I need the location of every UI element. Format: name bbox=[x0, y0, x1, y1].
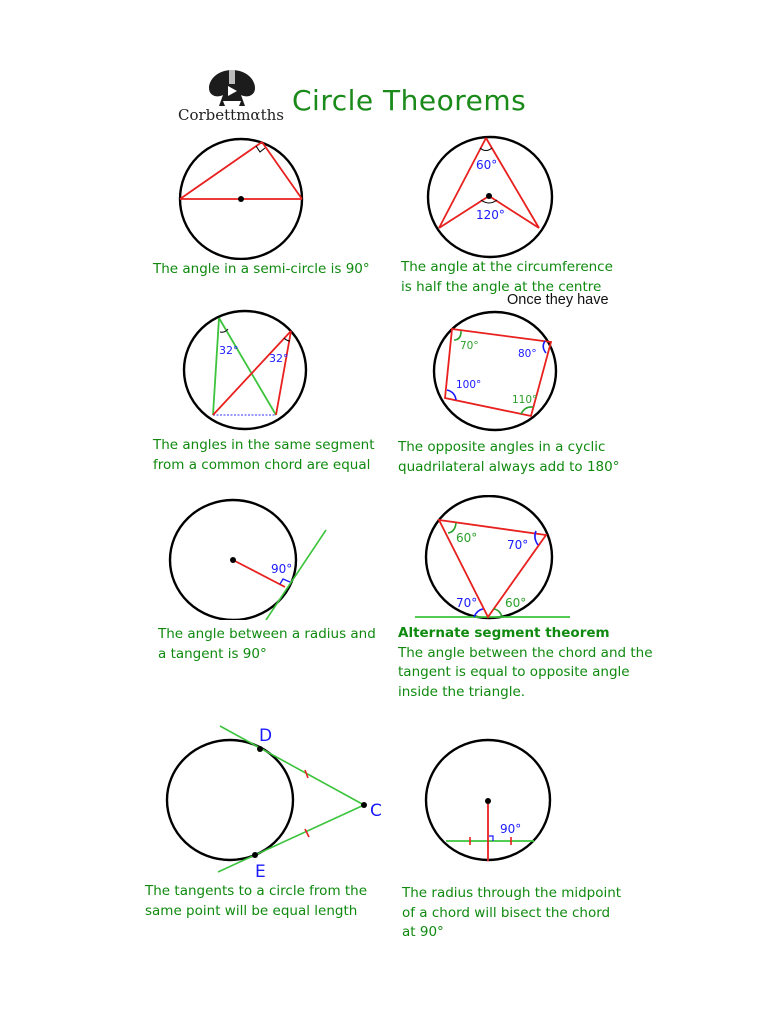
page-title: Circle Theorems bbox=[292, 84, 527, 117]
angle-label: 60° bbox=[476, 158, 497, 172]
caption-line: The opposite angles in a cyclic bbox=[398, 439, 606, 455]
angle-label: 110° bbox=[512, 394, 537, 406]
diagram-tangents-equal: D C E bbox=[165, 725, 382, 880]
logo-text: Corbettmαths bbox=[178, 106, 284, 124]
angle-label: 120° bbox=[476, 208, 505, 222]
caption-line: quadrilateral always add to 180° bbox=[398, 458, 620, 475]
caption-line: a tangent is 90° bbox=[158, 645, 267, 662]
angle-label: 100° bbox=[456, 379, 481, 391]
caption-line: is half the angle at the centre bbox=[401, 278, 602, 295]
diagram-cyclic-quadrilateral: 70° 80° 100° 110° bbox=[432, 310, 558, 432]
corbettmaths-logo-icon bbox=[209, 70, 255, 106]
caption-line: The radius through the midpoint bbox=[402, 885, 622, 901]
angle-label: 60° bbox=[505, 596, 526, 610]
angle-label: 60° bbox=[456, 531, 477, 545]
caption-line: at 90° bbox=[402, 924, 444, 940]
diagram-centre-angle: 60° 120° bbox=[426, 135, 554, 259]
caption-line: inside the triangle. bbox=[398, 683, 526, 700]
caption-radius-bisects-chord: The radius through the midpoint of a cho… bbox=[402, 884, 621, 943]
diagram-semicircle bbox=[178, 137, 304, 260]
angle-label: 90° bbox=[271, 562, 292, 576]
diagram-same-segment: 32° 32° bbox=[182, 309, 308, 431]
caption-semicircle: The angle in a semi-circle is 90° bbox=[153, 260, 370, 280]
diagram-alternate-segment: 60° 70° 70° 60° bbox=[415, 495, 570, 620]
caption-line: The angle in a semi-circle is 90° bbox=[153, 261, 370, 277]
overlay-note: Once they have bbox=[507, 292, 609, 308]
angle-label: 70° bbox=[460, 340, 479, 352]
angle-label: 70° bbox=[456, 596, 477, 610]
caption-line: The angles in the same segment bbox=[153, 437, 375, 453]
angle-label: 32° bbox=[269, 352, 289, 365]
caption-line: The angle at the circumference bbox=[401, 259, 613, 275]
diagram-radius-tangent: 90° bbox=[168, 498, 327, 620]
caption-line: of a chord will bisect the chord bbox=[402, 904, 611, 921]
caption-line: The angle between a radius and bbox=[158, 626, 376, 642]
caption-line: tangent is equal to opposite angle bbox=[398, 664, 630, 680]
caption-line: The tangents to a circle from the bbox=[145, 883, 368, 899]
caption-heading: Alternate segment theorem bbox=[398, 625, 610, 641]
point-label-d: D bbox=[259, 726, 272, 746]
caption-alternate-segment: Alternate segment theorem The angle betw… bbox=[398, 624, 653, 702]
caption-cyclic-quadrilateral: The opposite angles in a cyclic quadrila… bbox=[398, 438, 619, 477]
angle-label: 90° bbox=[500, 822, 521, 836]
diagram-radius-bisects-chord: 90° bbox=[424, 738, 552, 862]
caption-line: The angle between the chord and the bbox=[398, 644, 653, 661]
caption-centre-angle: The angle at the circumference is half t… bbox=[401, 258, 613, 297]
caption-line: same point will be equal length bbox=[145, 902, 358, 919]
point-label-e: E bbox=[255, 862, 266, 880]
point-label-c: C bbox=[370, 801, 382, 821]
caption-radius-tangent: The angle between a radius and a tangent… bbox=[158, 625, 376, 664]
caption-same-segment: The angles in the same segment from a co… bbox=[153, 436, 375, 475]
caption-tangents-equal: The tangents to a circle from the same p… bbox=[145, 882, 367, 921]
angle-label: 70° bbox=[507, 538, 528, 552]
caption-line: from a common chord are equal bbox=[153, 456, 371, 473]
angle-label: 80° bbox=[518, 348, 537, 360]
angle-label: 32° bbox=[219, 344, 239, 357]
